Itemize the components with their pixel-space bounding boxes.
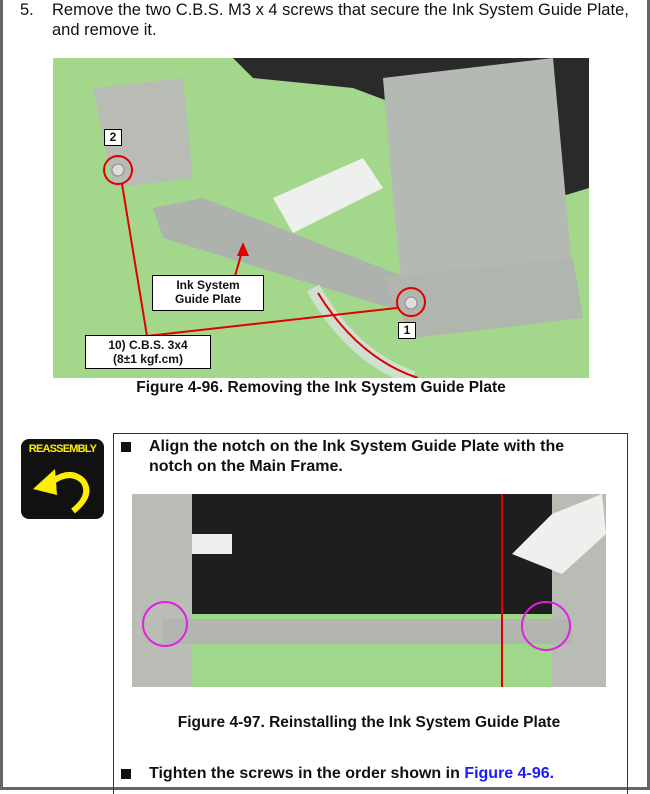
- step-number: 5.: [20, 1, 34, 19]
- reassembly-badge: REASSEMBLY: [21, 439, 104, 519]
- bullet-marker: [121, 442, 131, 452]
- reassembly-label: REASSEMBLY: [28, 443, 97, 455]
- notch-right-highlight: [521, 601, 571, 651]
- figure-4-96-photo: 2 1 Ink System Guide Plate 10) C.B.S. 3x…: [53, 58, 589, 378]
- screw-label-1: 1: [398, 322, 416, 339]
- callout-line: Ink System: [176, 278, 240, 292]
- callout-screw-spec: 10) C.B.S. 3x4 (8±1 kgf.cm): [85, 335, 211, 369]
- figure-4-96-caption: Figure 4-96. Removing the Ink System Gui…: [136, 379, 506, 396]
- screw-1-highlight: [396, 287, 426, 317]
- bullet-line: notch on the Main Frame.: [149, 458, 343, 475]
- return-arrow-icon: [33, 469, 90, 514]
- callout-guide-plate: Ink System Guide Plate: [152, 275, 264, 311]
- screw-label-2: 2: [104, 129, 122, 146]
- bullet-text: Align the notch on the Ink System Guide …: [149, 437, 621, 477]
- reinstall-illustration: [132, 494, 606, 687]
- bullet-line: Align the notch on the Ink System Guide …: [149, 438, 565, 455]
- callout-line: Guide Plate: [174, 292, 242, 306]
- bullet-line: Tighten the screws in the order shown in: [149, 765, 465, 782]
- bullet-marker: [121, 769, 131, 779]
- figure-4-96-link[interactable]: Figure 4-96.: [464, 765, 555, 782]
- callout-line: 10) C.B.S. 3x4: [108, 338, 188, 352]
- reassembly-box: [113, 433, 628, 794]
- step-text: Remove the two C.B.S. M3 x 4 screws that…: [52, 1, 629, 39]
- callout-line: (8±1 kgf.cm): [113, 352, 183, 366]
- bullet-text: Tighten the screws in the order shown in…: [149, 764, 621, 784]
- notch-left-highlight: [142, 601, 188, 647]
- figure-4-97-caption: Figure 4-97. Reinstalling the Ink System…: [177, 714, 561, 731]
- screw-2-highlight: [103, 155, 133, 185]
- printer-mechanism-illustration: [53, 58, 589, 378]
- figure-4-97-photo: [132, 494, 606, 687]
